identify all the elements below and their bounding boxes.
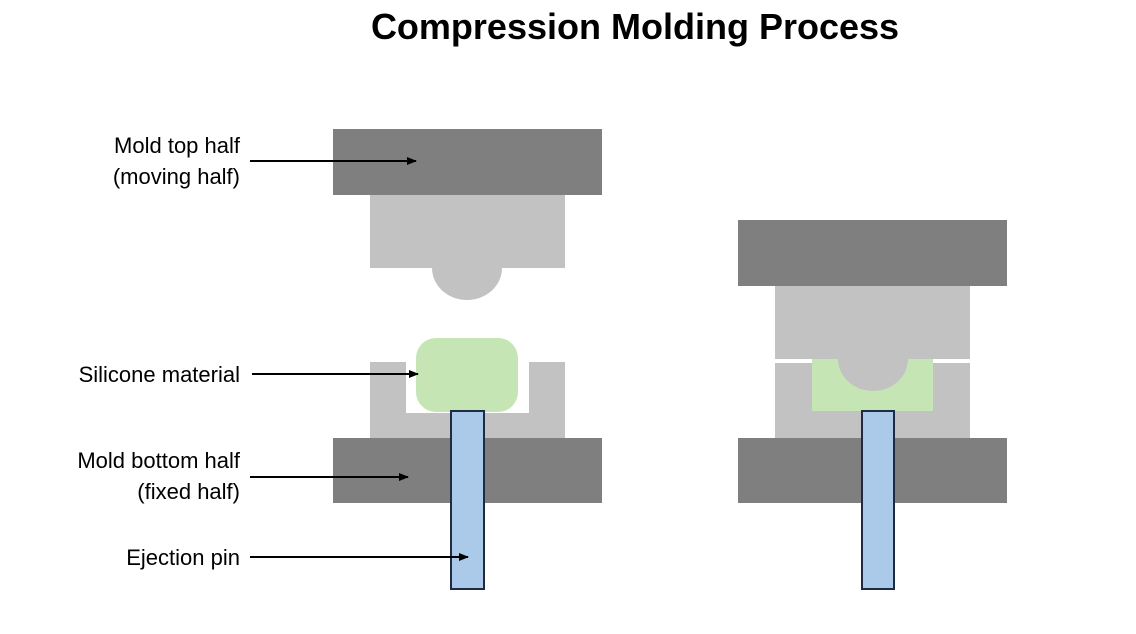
label-silicone-material: Silicone material xyxy=(79,359,240,390)
label-mold-top-line1: Mold top half xyxy=(114,133,240,158)
ejection-pin-open xyxy=(450,410,485,590)
punch-dome-open xyxy=(432,268,502,300)
top-plate-closed xyxy=(738,220,1007,286)
label-arrows xyxy=(250,157,469,561)
upper-mold-body-closed xyxy=(775,286,970,359)
label-mold-bottom-line2: (fixed half) xyxy=(137,479,240,504)
label-mold-top-half: Mold top half (moving half) xyxy=(113,130,240,192)
upper-mold-body-open xyxy=(370,195,565,268)
label-ejection-pin-text: Ejection pin xyxy=(126,545,240,570)
open-mold xyxy=(333,129,602,590)
lower-mold-cavity-open xyxy=(370,362,565,438)
label-mold-bottom-half: Mold bottom half (fixed half) xyxy=(77,445,240,507)
label-mold-top-line2: (moving half) xyxy=(112,164,240,189)
ejection-pin-closed xyxy=(861,410,895,590)
punch-dome-closed xyxy=(838,359,908,391)
diagram-title: Compression Molding Process xyxy=(370,6,900,47)
silicone-charge xyxy=(416,338,518,412)
label-mold-bottom-line1: Mold bottom half xyxy=(77,448,240,473)
label-silicone-text: Silicone material xyxy=(78,362,240,387)
closed-mold xyxy=(738,220,1007,590)
label-ejection-pin: Ejection pin xyxy=(126,542,240,573)
